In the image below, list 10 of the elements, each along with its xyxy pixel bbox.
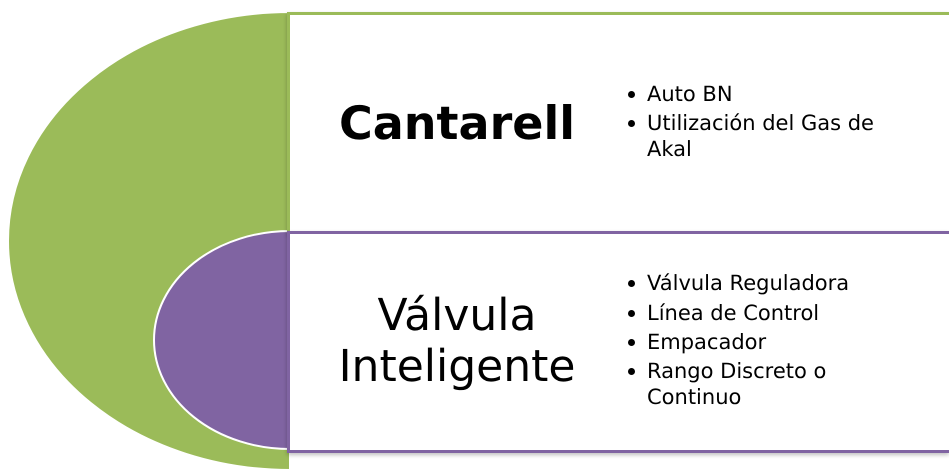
- bullet-item: Auto BN: [647, 80, 733, 107]
- text-panel: [287, 231, 949, 453]
- panel-title: Cantarell: [338, 96, 576, 150]
- bullet-item: Válvula Reguladora: [647, 270, 850, 297]
- bullet-item: Línea de Control: [647, 300, 820, 326]
- bullet-item: Utilización del Gas de Akal: [647, 110, 875, 162]
- bullet-item: Rango Discreto o Continuo: [647, 358, 828, 411]
- bullet-item: Empacador: [647, 328, 766, 356]
- text-panel: [287, 12, 949, 234]
- panel-title: Válvula Inteligente: [338, 291, 576, 393]
